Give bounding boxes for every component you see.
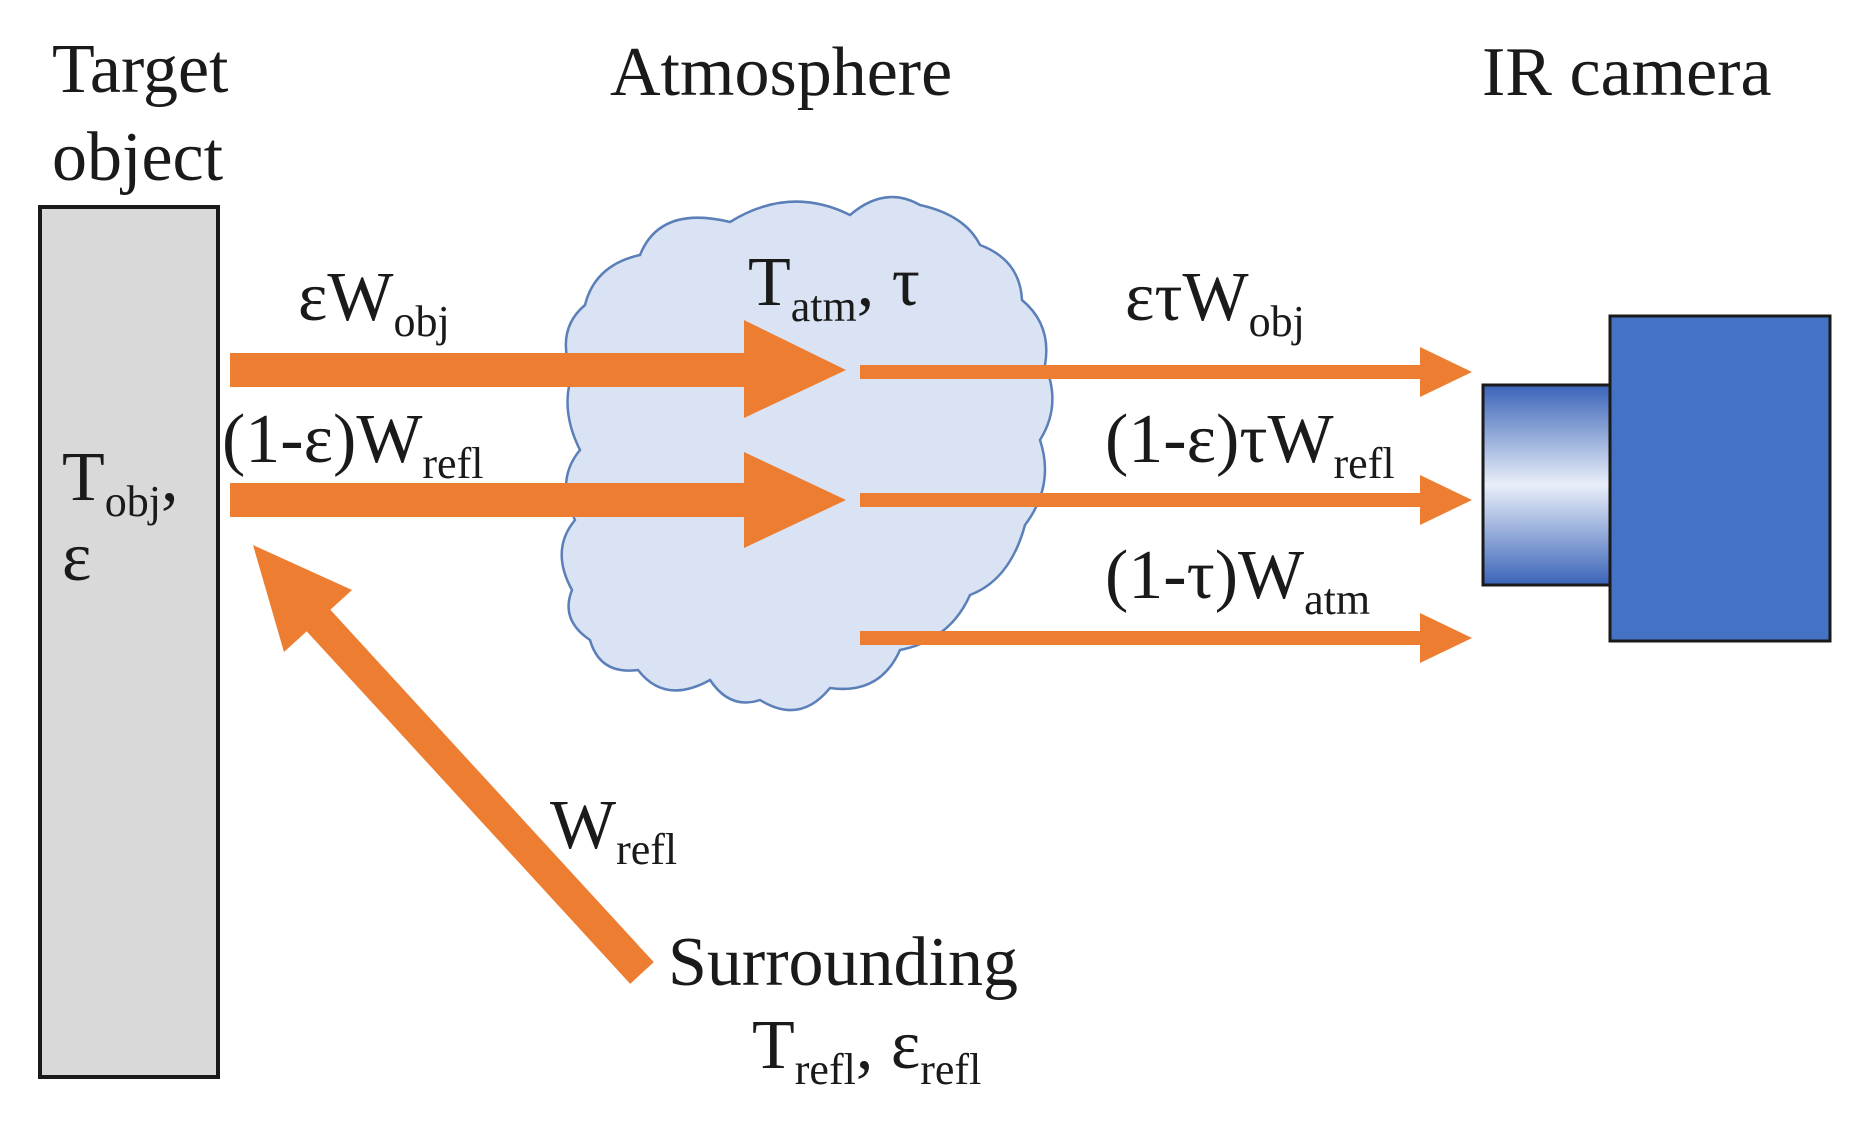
target-emissivity-label: ε: [62, 519, 91, 596]
arrow-reflected-out: [860, 475, 1472, 525]
camera-lens: [1481, 383, 1615, 587]
surrounding-label: Surrounding: [668, 924, 1018, 1001]
title-atmosphere: Atmosphere: [610, 34, 952, 111]
flow-label-emitted-out: ετWobj: [1125, 259, 1305, 346]
camera-body: [1608, 314, 1832, 643]
title-camera: IR camera: [1482, 34, 1772, 111]
arrow-reflected-in: [230, 452, 846, 548]
arrow-emitted-in: [230, 320, 846, 418]
flow-label-emitted-in: εWobj: [298, 259, 450, 346]
ir-camera: [1481, 314, 1832, 643]
flow-label-reflected-in: (1-ε)Wrefl: [222, 401, 483, 488]
atmosphere-params-label: Tatm, τ: [748, 244, 920, 331]
arrow-atmosphere-out: [860, 613, 1472, 663]
surrounding-params-label: Trefl, εrefl: [752, 1007, 981, 1094]
title-target-line2: object: [52, 119, 224, 196]
arrow-surrounding-in: [253, 545, 654, 984]
target-temperature-label: Tobj,: [62, 439, 179, 526]
flow-label-surrounding-in: Wrefl: [550, 787, 677, 874]
flow-label-atmosphere-out: (1-τ)Watm: [1105, 537, 1370, 624]
target-object: [38, 205, 220, 1079]
title-target-line1: Target: [52, 31, 229, 108]
arrow-emitted-out: [860, 347, 1472, 397]
flow-label-reflected-out: (1-ε)τWrefl: [1105, 401, 1395, 488]
